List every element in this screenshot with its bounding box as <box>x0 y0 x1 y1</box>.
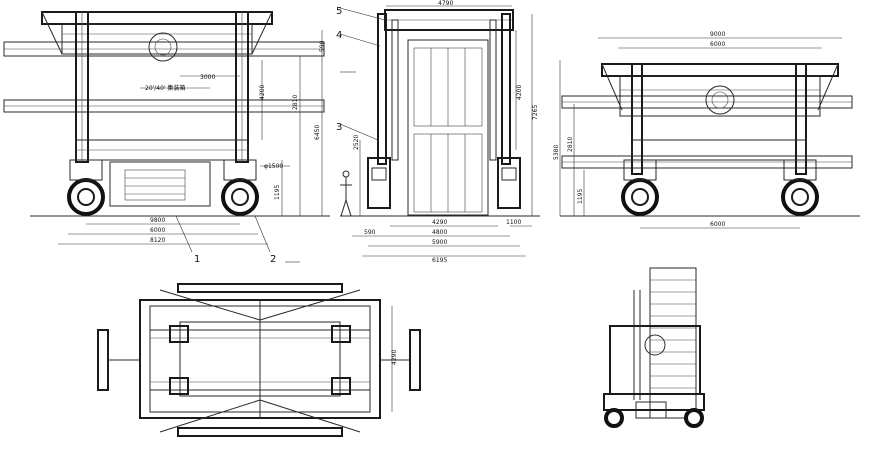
dim-6000-top: 6000 <box>710 41 725 48</box>
dim-5380: 5380 <box>553 145 560 160</box>
dim-8120: 8120 <box>150 237 165 244</box>
callout-3: 3 <box>336 122 342 133</box>
dim-7265: 7265 <box>532 105 539 120</box>
side-view-labels: 20'/40' 集装箱 3000 9800 6000 8120 φ1500 42… <box>145 40 326 244</box>
end-view-labels: 5 4 3 4790 4290 4800 5900 6195 590 1100 … <box>336 0 539 264</box>
dim-1100: 1100 <box>506 219 521 226</box>
callouts-side: 1 2 <box>175 215 300 265</box>
dim-6000-bottom: 6000 <box>710 221 725 228</box>
dim-1195: 1195 <box>274 185 281 200</box>
end-view <box>339 5 540 257</box>
dim-9000: 9000 <box>710 31 725 38</box>
dim-6450: 6450 <box>314 125 321 140</box>
small-end-view <box>603 267 705 428</box>
plan-view <box>97 283 421 437</box>
dim-4200: 4200 <box>259 85 266 100</box>
dim-4200-end: 4200 <box>516 85 523 100</box>
dim-phi1500: φ1500 <box>264 163 283 170</box>
dim-2520: 2520 <box>353 135 360 150</box>
dim-590-end: 590 <box>364 229 376 236</box>
right-view-labels: 9000 6000 6000 5380 2810 1195 <box>553 31 725 228</box>
dim-4790: 4790 <box>438 0 453 7</box>
dim-1195-right: 1195 <box>577 189 584 204</box>
spec-note: 20'/40' 集装箱 <box>145 84 186 92</box>
callout-2: 2 <box>270 254 276 265</box>
side-view <box>3 11 330 245</box>
dim-6000: 6000 <box>150 227 165 234</box>
dim-2810: 2810 <box>292 95 299 110</box>
dim-6195: 6195 <box>432 257 447 264</box>
callout-1: 1 <box>194 254 200 265</box>
dim-4290: 4290 <box>432 219 447 226</box>
dim-3000: 3000 <box>200 74 215 81</box>
right-view <box>559 37 860 229</box>
dim-2810-right: 2810 <box>567 137 574 152</box>
callout-4: 4 <box>336 30 342 41</box>
dim-9800: 9800 <box>150 217 165 224</box>
callout-5: 5 <box>336 6 342 17</box>
dim-4800: 4800 <box>432 229 447 236</box>
dim-5900: 5900 <box>432 239 447 246</box>
dim-4290-plan: 4290 <box>391 350 398 365</box>
dim-590: 590 <box>319 40 326 52</box>
